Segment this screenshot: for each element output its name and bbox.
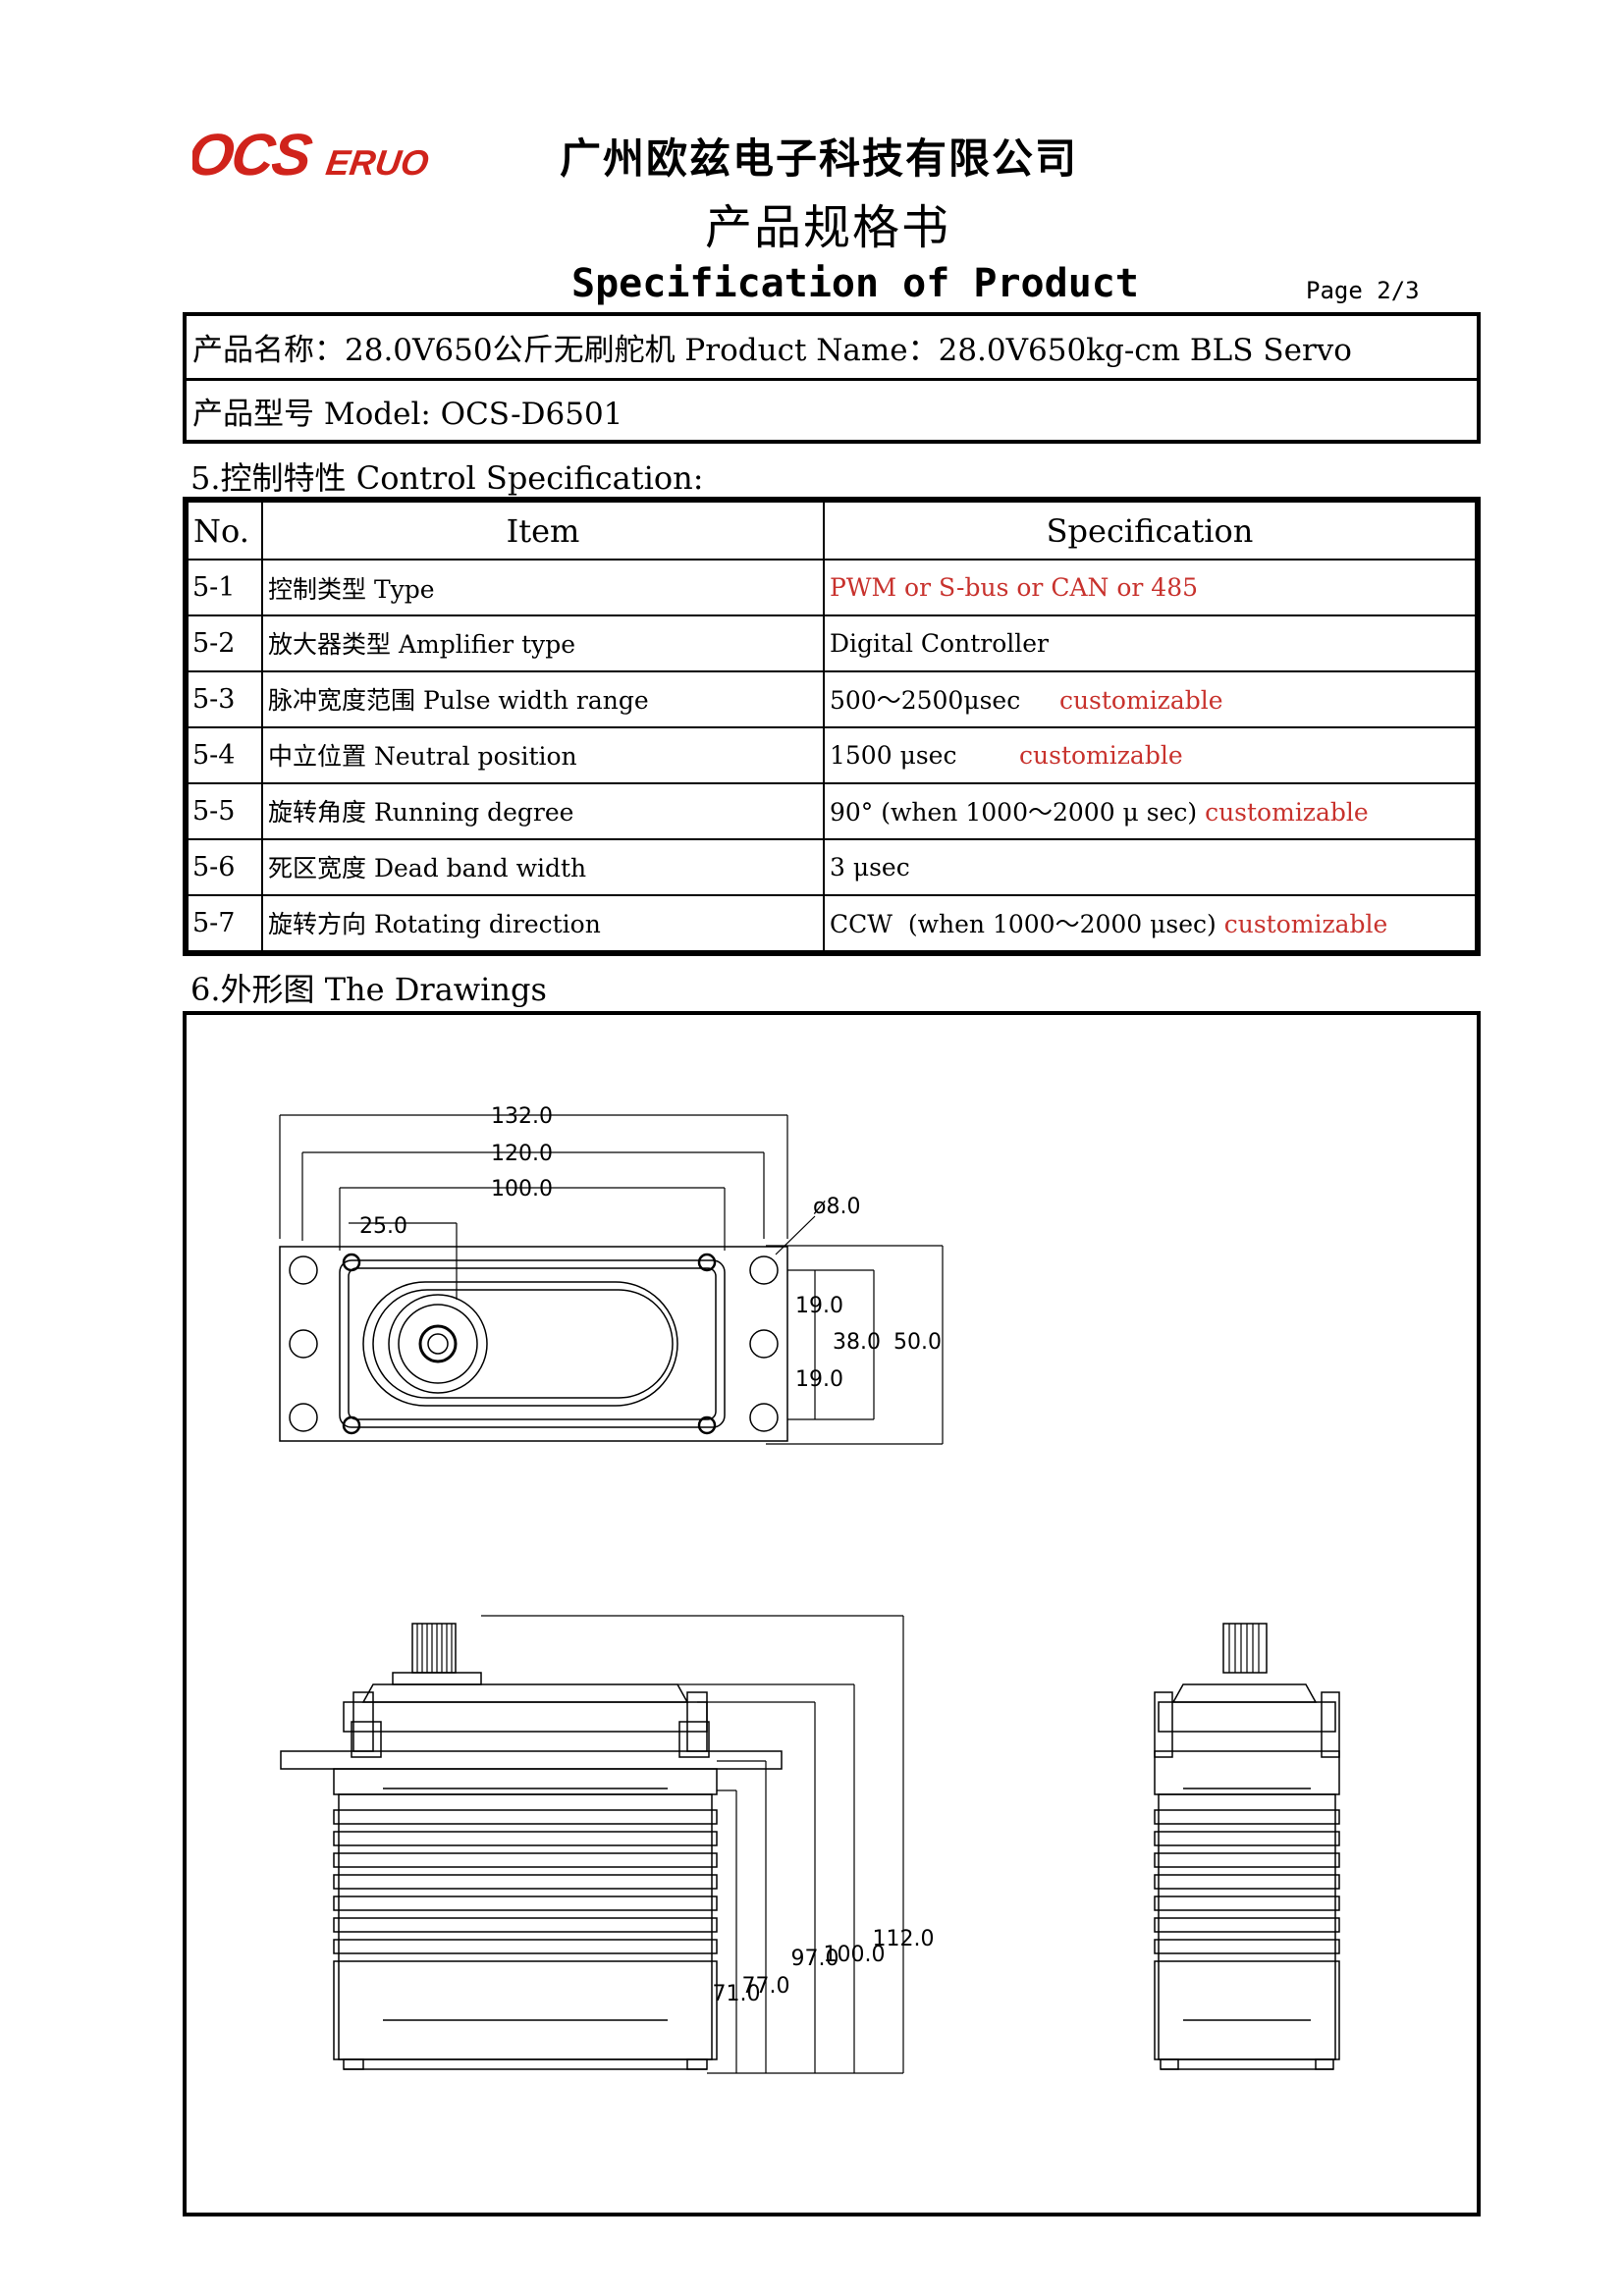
row-item: 放大器类型 Amplifier type	[261, 614, 825, 672]
dim-h71: 71.0	[713, 1982, 761, 2006]
table-row: 5-6 死区宽度 Dead band width 3 μsec	[187, 837, 1477, 896]
row-item: 旋转方向 Rotating direction	[261, 893, 825, 953]
row-spec: CCW (when 1000～2000 μsec) customizable	[823, 893, 1477, 953]
dim-dia8: ø8.0	[813, 1195, 860, 1219]
page-number: Page 2/3	[1306, 277, 1420, 304]
table-row: 5-1 控制类型 Type PWM or S-bus or CAN or 485	[187, 559, 1477, 616]
dim-38: 38.0	[833, 1330, 881, 1355]
spec-red-text: customizable	[1205, 798, 1369, 828]
svg-text:ERUO: ERUO	[324, 142, 432, 183]
spec-text: 90° (when 1000～2000 μ sec)	[830, 798, 1206, 828]
table-header-row: No. Item Specification	[187, 500, 1477, 561]
dim-132: 132.0	[491, 1104, 553, 1129]
servo-drawing: 132.0 120.0 100.0 25.0 ø8.0 19.0 38.0 50…	[279, 1104, 1340, 2074]
row-spec: 90° (when 1000～2000 μ sec) customizable	[823, 781, 1477, 840]
row-no: 5-6	[187, 837, 263, 896]
spec-text: 500～2500μsec	[830, 686, 1059, 716]
spec-title: Specification of Product	[571, 261, 1139, 306]
spec-red-text: customizable	[1058, 686, 1223, 716]
spec-red-text: customizable	[1019, 740, 1183, 770]
product-model-line: 产品型号 Model: OCS-D6501	[192, 397, 623, 432]
row-spec: 500～2500μsec customizable	[823, 669, 1477, 728]
drawings-box: 132.0 120.0 100.0 25.0 ø8.0 19.0 38.0 50…	[183, 1011, 1481, 2216]
dim-25: 25.0	[359, 1214, 407, 1239]
row-item: 旋转角度 Running degree	[261, 781, 825, 840]
control-spec-table: No. Item Specification 5-1 控制类型 Type PWM…	[183, 497, 1481, 956]
table-row: 5-4 中立位置 Neutral position 1500 μsec cust…	[187, 725, 1477, 784]
header-item: Item	[261, 500, 825, 561]
document-title: 产品规格书	[705, 200, 951, 255]
top-view: 132.0 120.0 100.0 25.0 ø8.0 19.0 38.0 50…	[279, 1104, 944, 1445]
dim-50: 50.0	[893, 1330, 942, 1355]
row-item: 控制类型 Type	[261, 559, 825, 616]
row-no: 5-2	[187, 614, 263, 672]
row-item: 死区宽度 Dead band width	[261, 837, 825, 896]
product-info-box: 产品名称：28.0V650公斤无刷舵机 Product Name：28.0V65…	[183, 312, 1481, 444]
row-item: 脉冲宽度范围 Pulse width range	[261, 669, 825, 728]
spec-text: Digital Controller	[830, 628, 1049, 658]
spec-red-text: customizable	[1223, 910, 1388, 939]
dim-h100: 100.0	[824, 1943, 886, 1967]
header-spec: Specification	[823, 500, 1477, 561]
row-spec: PWM or S-bus or CAN or 485	[823, 559, 1477, 616]
product-name-line: 产品名称：28.0V650公斤无刷舵机 Product Name：28.0V65…	[187, 316, 1477, 381]
dim-h97: 97.0	[791, 1947, 839, 1971]
spec-text: 1500 μsec	[830, 740, 1020, 770]
svg-text:OCS: OCS	[192, 124, 316, 183]
section5-title: 5.控制特性 Control Specification:	[190, 459, 704, 497]
table-row: 5-7 旋转方向 Rotating direction CCW (when 10…	[187, 893, 1477, 953]
row-no: 5-7	[187, 893, 263, 953]
dim-100: 100.0	[491, 1177, 553, 1201]
row-item: 中立位置 Neutral position	[261, 725, 825, 784]
dim-19b: 19.0	[795, 1367, 843, 1392]
row-spec: 3 μsec	[823, 837, 1477, 896]
dim-19a: 19.0	[795, 1294, 843, 1318]
row-no: 5-3	[187, 669, 263, 728]
row-no: 5-5	[187, 781, 263, 840]
table-row: 5-3 脉冲宽度范围 Pulse width range 500～2500μse…	[187, 669, 1477, 728]
dim-120: 120.0	[491, 1142, 553, 1166]
ocservo-logo: OCS ERUO	[192, 124, 432, 183]
row-spec: 1500 μsec customizable	[823, 725, 1477, 784]
row-no: 5-1	[187, 559, 263, 616]
dim-h112: 112.0	[873, 1927, 935, 1951]
spec-text: 3 μsec	[830, 852, 910, 881]
section6-title: 6.外形图 The Drawings	[190, 971, 547, 1008]
spec-red-text: PWM or S-bus or CAN or 485	[830, 573, 1198, 602]
table-row: 5-5 旋转角度 Running degree 90° (when 1000～2…	[187, 781, 1477, 840]
table-row: 5-2 放大器类型 Amplifier type Digital Control…	[187, 614, 1477, 672]
dim-h77: 77.0	[742, 1974, 790, 1999]
side-view	[1154, 1623, 1340, 2070]
row-no: 5-4	[187, 725, 263, 784]
header-no: No.	[187, 500, 263, 561]
company-name: 广州欧兹电子科技有限公司	[560, 134, 1079, 183]
spec-text: CCW (when 1000～2000 μsec)	[830, 910, 1224, 939]
row-spec: Digital Controller	[823, 614, 1477, 672]
front-view: 112.0 100.0 97.0 77.0 71.0	[280, 1615, 935, 2074]
